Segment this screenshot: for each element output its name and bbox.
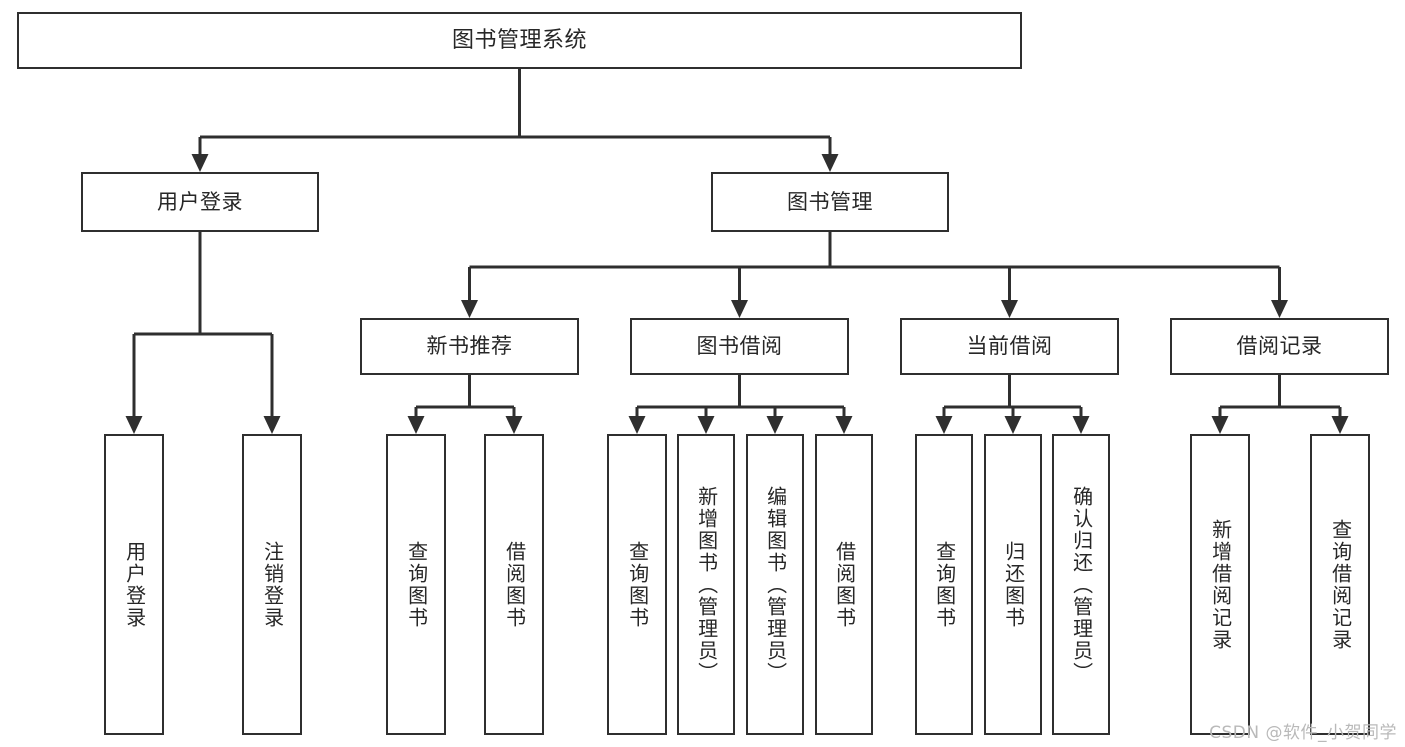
node-current-borrow[interactable]: 当前借阅 [900, 318, 1119, 375]
leaf-current-confirm-return[interactable]: 确认归还（管理员） [1052, 434, 1110, 735]
node-root-label: 图书管理系统 [451, 27, 587, 53]
leaf-borrow-query-book[interactable]: 查询图书 [607, 434, 667, 735]
leaf-record-query-label: 查询借阅记录 [1328, 518, 1353, 651]
node-book-management-label: 图书管理 [787, 189, 873, 214]
leaf-borrow-add-book[interactable]: 新增图书（管理员） [677, 434, 735, 735]
leaf-current-confirm-return-label: 确认归还（管理员） [1069, 485, 1094, 684]
leaf-record-query[interactable]: 查询借阅记录 [1310, 434, 1370, 735]
leaf-user-login[interactable]: 用户登录 [104, 434, 164, 735]
leaf-record-add-label: 新增借阅记录 [1208, 518, 1233, 651]
leaf-borrow-borrow-book[interactable]: 借阅图书 [815, 434, 873, 735]
leaf-borrow-query-book-label: 查询图书 [625, 540, 650, 629]
node-root[interactable]: 图书管理系统 [17, 12, 1022, 69]
node-book-management[interactable]: 图书管理 [711, 172, 949, 232]
leaf-current-return-book-label: 归还图书 [1001, 540, 1026, 629]
leaf-new-query-book[interactable]: 查询图书 [386, 434, 446, 735]
leaf-current-return-book[interactable]: 归还图书 [984, 434, 1042, 735]
leaf-borrow-borrow-book-label: 借阅图书 [832, 540, 857, 629]
leaf-user-logout-label: 注销登录 [260, 540, 285, 629]
leaf-current-query-book-label: 查询图书 [932, 540, 957, 629]
leaf-borrow-add-book-label: 新增图书（管理员） [694, 485, 719, 684]
node-user-login-label: 用户登录 [157, 189, 243, 214]
node-borrow-record-label: 借阅记录 [1236, 334, 1323, 359]
leaf-borrow-edit-book-label: 编辑图书（管理员） [763, 485, 788, 684]
node-user-login[interactable]: 用户登录 [81, 172, 319, 232]
node-borrow-record[interactable]: 借阅记录 [1170, 318, 1389, 375]
leaf-record-add[interactable]: 新增借阅记录 [1190, 434, 1250, 735]
leaf-borrow-edit-book[interactable]: 编辑图书（管理员） [746, 434, 804, 735]
node-book-borrow-label: 图书借阅 [696, 334, 783, 359]
leaf-user-logout[interactable]: 注销登录 [242, 434, 302, 735]
watermark-text: CSDN @软件_小贺同学 [1209, 723, 1397, 743]
leaf-new-borrow-book[interactable]: 借阅图书 [484, 434, 544, 735]
leaf-current-query-book[interactable]: 查询图书 [915, 434, 973, 735]
node-new-book-recommend[interactable]: 新书推荐 [360, 318, 579, 375]
leaf-user-login-label: 用户登录 [122, 540, 147, 629]
leaf-new-query-book-label: 查询图书 [404, 540, 429, 629]
leaf-new-borrow-book-label: 借阅图书 [502, 540, 527, 629]
node-new-book-recommend-label: 新书推荐 [426, 334, 513, 359]
node-book-borrow[interactable]: 图书借阅 [630, 318, 849, 375]
node-current-borrow-label: 当前借阅 [966, 334, 1053, 359]
